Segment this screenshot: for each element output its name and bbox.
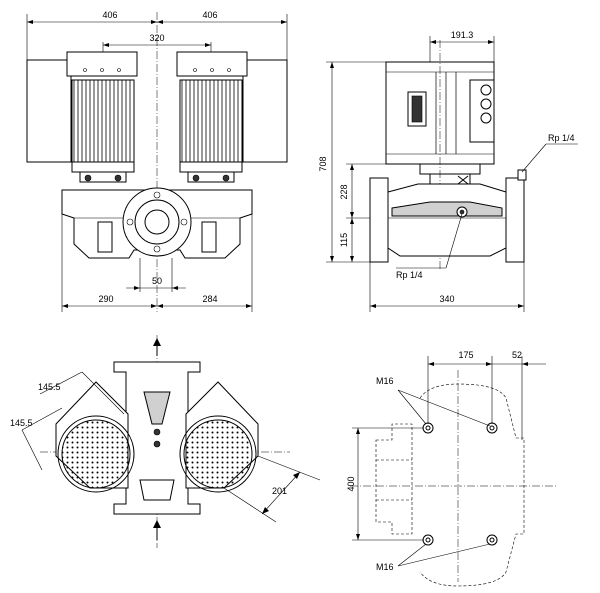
- top-center-plug-1: [153, 428, 161, 436]
- top-left-fan: [61, 419, 131, 489]
- right-coupling: [187, 171, 235, 183]
- bolt-hole-bottom-right: [486, 534, 498, 546]
- dim-total-height: 708: [318, 156, 328, 171]
- left-terminal-box: [66, 51, 138, 77]
- front-dimensions: 406 406 320 50 290 284: [26, 10, 288, 312]
- flange-labels: M16 M16: [376, 376, 491, 572]
- top-dimensions: 145.5 145.5 201: [10, 371, 321, 523]
- label-port-bottom: Rp 1/4: [396, 270, 423, 280]
- dim-base-height: 115: [339, 233, 349, 247]
- side-inlet-flange: [369, 177, 389, 263]
- side-view: Rp 1/4 Rp 1/4 191.3 708: [318, 30, 578, 312]
- flange-dashed-outline: [419, 383, 525, 587]
- dim-left-to-center: 290: [98, 294, 113, 304]
- label-port-top: Rp 1/4: [548, 133, 575, 143]
- flow-arrow-up: [153, 338, 161, 346]
- right-terminal-box: [176, 51, 248, 77]
- dim-motor-spacing: 320: [149, 33, 164, 43]
- side-labels: Rp 1/4 Rp 1/4: [396, 133, 578, 280]
- top-center-wedge: [143, 391, 171, 425]
- flange-outer: [122, 187, 192, 257]
- top-view: 145.5 145.5 201: [10, 335, 321, 548]
- side-inner-channel: [391, 201, 503, 217]
- dim-bolt-spacing: 175: [458, 350, 473, 360]
- side-display: [411, 95, 423, 123]
- side-motor: [385, 40, 495, 270]
- dim-diagonal: 201: [272, 486, 287, 496]
- side-display-panel: [407, 91, 427, 127]
- dim-length: 340: [439, 294, 454, 304]
- left-motor-fins: [71, 79, 135, 163]
- side-motor-flange: [419, 163, 481, 175]
- flow-arrow-down: [153, 520, 161, 528]
- dim-edge-offset: 52: [512, 350, 522, 360]
- right-motor-fins: [179, 79, 243, 163]
- label-bolt-top: M16: [376, 376, 394, 386]
- dim-flange-height: 400: [346, 476, 356, 491]
- dim-upper-height: 228: [339, 184, 349, 199]
- left-coupling: [79, 171, 127, 183]
- side-valve-symbol: [457, 175, 469, 185]
- right-motor-flange: [179, 161, 243, 173]
- left-bolt-2: [114, 174, 122, 182]
- side-port-top: [517, 169, 527, 181]
- side-dimensions: 191.3 708 228 115: [318, 30, 525, 312]
- flange-dimensions: 175 52 400: [346, 350, 546, 541]
- bolt-hole-top-right: [486, 422, 498, 434]
- front-view: 406 406 320 50 290 284: [26, 10, 288, 312]
- side-pump-body: [369, 169, 527, 263]
- top-left-motor: [55, 381, 135, 493]
- label-bolt-bottom: M16: [376, 562, 394, 572]
- left-motor: [26, 51, 138, 183]
- side-outlet-flange: [505, 177, 525, 263]
- side-volute: [387, 183, 507, 257]
- side-terminal-box: [469, 79, 495, 143]
- dim-angled-b: 145.5: [10, 418, 33, 428]
- top-center-plug-2: [153, 440, 161, 448]
- right-bolt-2: [222, 174, 230, 182]
- dim-right-to-center: 284: [202, 294, 217, 304]
- dim-right-width: 406: [202, 10, 217, 20]
- bolt-hole-bottom-left: [422, 534, 434, 546]
- right-motor: [176, 51, 288, 183]
- right-bolt-1: [192, 174, 200, 182]
- flange-inner-outline: [375, 423, 413, 535]
- left-bolt-1: [84, 174, 92, 182]
- pump-housing: [61, 187, 253, 259]
- top-right-motor: [179, 381, 259, 493]
- flow-arrows: [153, 338, 161, 540]
- bolt-holes: [422, 422, 498, 546]
- top-right-fan: [183, 419, 253, 489]
- dim-offset: 50: [152, 276, 162, 286]
- left-foot: [97, 221, 113, 253]
- right-foot: [201, 221, 217, 253]
- dim-left-width: 406: [102, 10, 117, 20]
- left-motor-flange: [71, 161, 135, 173]
- left-motor-fan-cover: [26, 59, 72, 163]
- dim-top-width: 191.3: [451, 30, 474, 40]
- bolt-hole-top-left: [422, 422, 434, 434]
- right-motor-fan-cover: [242, 59, 288, 163]
- flange-inner: [134, 199, 180, 245]
- flange-bore: [144, 209, 170, 235]
- dim-angled-a: 145.5: [38, 382, 61, 392]
- flange-view: M16 M16 175 52 400: [346, 350, 556, 587]
